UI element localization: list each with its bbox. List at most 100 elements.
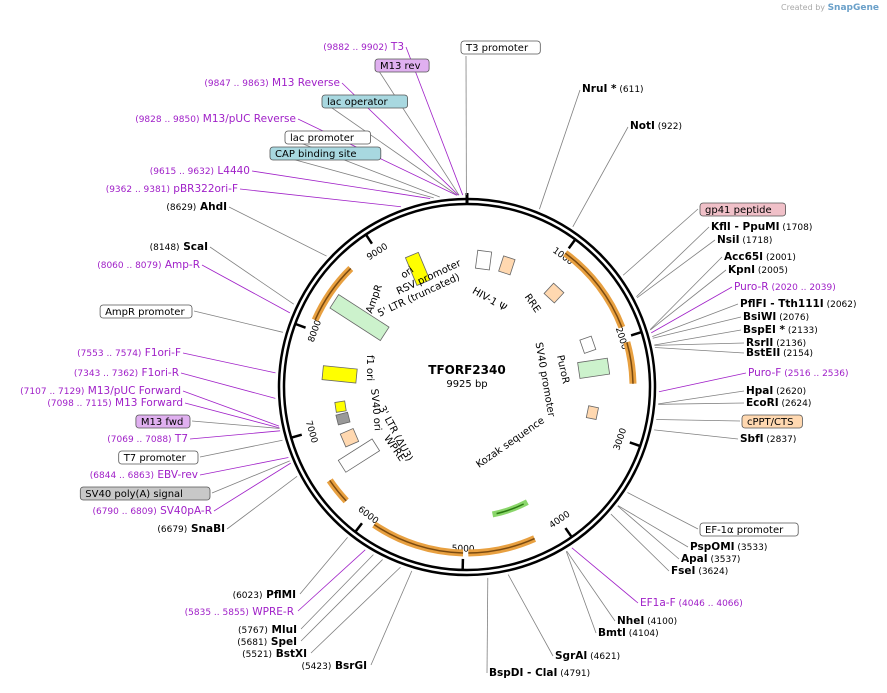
enzyme-label: PspOMI (3533) xyxy=(690,541,767,553)
label-part: Amp-R xyxy=(162,259,201,271)
feature-label: EF-1α promoter xyxy=(705,525,784,536)
leader-line xyxy=(654,329,742,346)
leader-line xyxy=(228,206,327,257)
leader-line xyxy=(572,126,629,227)
label-part: T7 xyxy=(172,433,188,445)
leader-line xyxy=(370,570,413,666)
tick-1000 xyxy=(567,238,577,250)
label-part: (4104) xyxy=(626,629,659,639)
label-part: NruI * xyxy=(582,83,617,95)
leader-line xyxy=(213,462,291,512)
label-part: (611) xyxy=(617,85,644,95)
orange-feature-core xyxy=(314,267,352,321)
label-part: SbfI xyxy=(740,433,764,445)
label-part: (4046 .. 4066) xyxy=(676,599,743,609)
tick-label: 7000 xyxy=(303,420,319,445)
enzyme-label: BstEII (2154) xyxy=(746,347,813,359)
label-part: (3533) xyxy=(735,543,768,553)
primer-label: (7098 .. 7115) M13 Forward xyxy=(47,397,183,409)
leader-line xyxy=(180,372,276,399)
label-part: - PpuMI xyxy=(731,221,780,233)
leader-line xyxy=(299,537,348,595)
label-part: (6023) xyxy=(233,591,263,601)
enzyme-label: BmtI (4104) xyxy=(598,627,659,639)
enzyme-label: (6023) PflMI xyxy=(233,589,296,601)
leader-line xyxy=(239,188,401,208)
wpre-block xyxy=(337,438,381,473)
tick-4000 xyxy=(564,527,573,538)
enzyme-label: (8148) ScaI xyxy=(150,241,208,253)
leader-line xyxy=(321,100,458,196)
primer-label: (6844 .. 6863) EBV-rev xyxy=(90,469,198,481)
label-part: (8060 .. 8079) xyxy=(97,261,161,271)
label-part: BspDI xyxy=(489,667,523,679)
leader-line xyxy=(297,549,366,612)
label-part: (2062) xyxy=(824,300,857,310)
leader-line xyxy=(658,390,745,405)
inner-feature-label: SV40 ori xyxy=(368,388,383,431)
label-part: BspEI * xyxy=(743,324,786,336)
label-part: BsrGI xyxy=(331,660,367,672)
orange-feature-arc xyxy=(563,250,626,329)
leader-line xyxy=(622,208,699,276)
enzyme-label: NheI (4100) xyxy=(617,615,677,627)
label-part: L4440 xyxy=(214,165,250,177)
enzyme-label: Acc65I (2001) xyxy=(724,251,796,263)
leader-line xyxy=(610,513,670,572)
feature-label: lac operator xyxy=(327,97,388,108)
label-part: BstXI xyxy=(272,648,307,660)
leader-line xyxy=(374,64,460,196)
label-part: T3 xyxy=(388,41,404,53)
features xyxy=(311,249,637,557)
tick-label: 9000 xyxy=(365,242,390,263)
enzyme-label: (5681) SpeI xyxy=(237,636,297,648)
feature-box xyxy=(321,94,408,109)
enzyme-label: (5423) BsrGI xyxy=(301,660,367,672)
enzyme-label: (8629) AhdI xyxy=(166,201,227,213)
leader-line xyxy=(507,574,554,657)
enzyme-label: KflI - PpuMI (1708) xyxy=(711,221,812,233)
leader-line xyxy=(189,430,281,440)
primer-label: Puro-R (2020 .. 2039) xyxy=(734,281,836,293)
feature-box xyxy=(118,450,199,465)
f1ori-arrow xyxy=(321,365,358,384)
leader-line xyxy=(486,577,489,674)
label-part: Puro-R xyxy=(734,281,769,293)
label-part: pBR322ori-F xyxy=(170,183,238,195)
kozak-core xyxy=(496,503,524,515)
cppt-block xyxy=(585,405,599,421)
puroR-block xyxy=(577,357,611,379)
primer-label: (9882 .. 9902) T3 xyxy=(323,41,404,53)
primer-label: (7553 .. 7574) F1ori-F xyxy=(77,347,181,359)
leader-line xyxy=(658,402,745,405)
enzyme-label: (5521) BstXI xyxy=(242,648,307,660)
primer-label: Puro-F (2516 .. 2536) xyxy=(748,367,848,379)
orange-feature-core xyxy=(468,537,535,554)
label-part: (5521) xyxy=(242,650,272,660)
leader-line xyxy=(209,246,294,305)
inner-feature-label: SV40 promoter xyxy=(532,341,556,418)
tick-label: 5000 xyxy=(452,544,475,555)
label-part: KpnI xyxy=(728,264,755,276)
primer-label: (9847 .. 9863) M13 Reverse xyxy=(204,77,340,89)
label-part: (3624) xyxy=(695,567,728,577)
rre-block xyxy=(543,282,565,304)
orange-feature-core xyxy=(626,342,634,384)
label-part: EF1a-F xyxy=(640,597,676,609)
label-part: M13/pUC Reverse xyxy=(199,113,296,125)
label-part: M13/pUC Forward xyxy=(84,385,181,397)
feature-label: T7 promoter xyxy=(123,453,187,464)
label-part: (2005) xyxy=(755,266,788,276)
label-part: PspOMI xyxy=(690,541,735,553)
leader-line xyxy=(310,566,401,654)
leader-line xyxy=(269,152,434,199)
plasmid-name: TFORF2340 xyxy=(428,363,505,377)
enzyme-label: NsiI (1718) xyxy=(717,234,772,246)
orange-feature-arc xyxy=(468,535,537,557)
label-part: (8148) xyxy=(150,243,180,253)
primer-label: EF1a-F (4046 .. 4066) xyxy=(640,597,743,609)
label-part: MluI xyxy=(268,624,297,636)
leader-line xyxy=(182,390,280,427)
label-part: (5423) xyxy=(301,662,331,672)
feature-label: cPPT/CTS xyxy=(747,417,793,428)
